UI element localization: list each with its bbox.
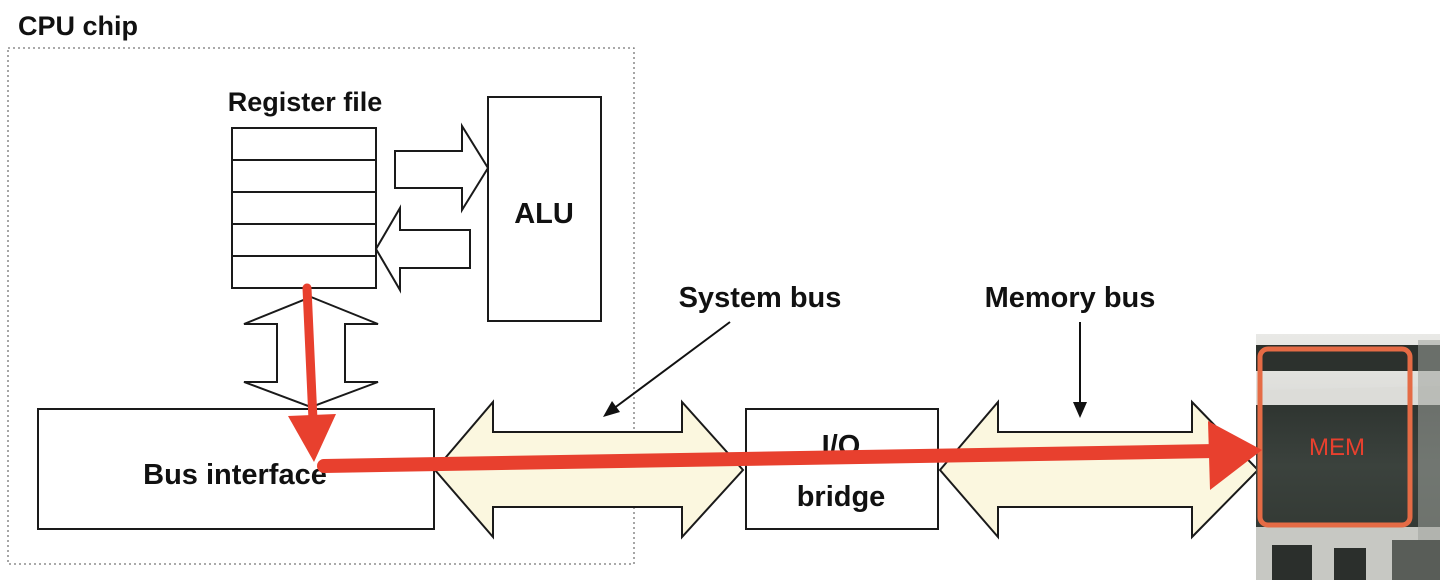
memory-bus-pointer — [1073, 322, 1087, 418]
bus-interface-label: Bus interface — [143, 459, 327, 491]
system-bus-label: System bus — [679, 282, 842, 314]
mem-label: MEM — [1309, 434, 1365, 461]
register-file — [231, 127, 377, 289]
red-horizontal-arrow — [317, 421, 1262, 490]
io-bridge-box — [745, 408, 939, 530]
register-to-alu-arrow — [394, 122, 490, 214]
system-bus-arrow — [433, 399, 745, 540]
system-bus-pointer — [603, 321, 731, 417]
io-bridge-label-line2: bridge — [797, 481, 886, 513]
red-vertical-arrow — [288, 283, 336, 462]
alu-box — [487, 96, 602, 322]
memory-bus-label: Memory bus — [985, 282, 1156, 314]
cpu-chip-title: CPU chip — [18, 11, 138, 41]
mem-highlight-box — [1257, 346, 1413, 528]
cpu-chip-boundary — [7, 47, 635, 565]
alu-label: ALU — [514, 198, 574, 230]
alu-to-register-arrow — [374, 204, 471, 294]
register-file-label: Register file — [228, 87, 383, 117]
